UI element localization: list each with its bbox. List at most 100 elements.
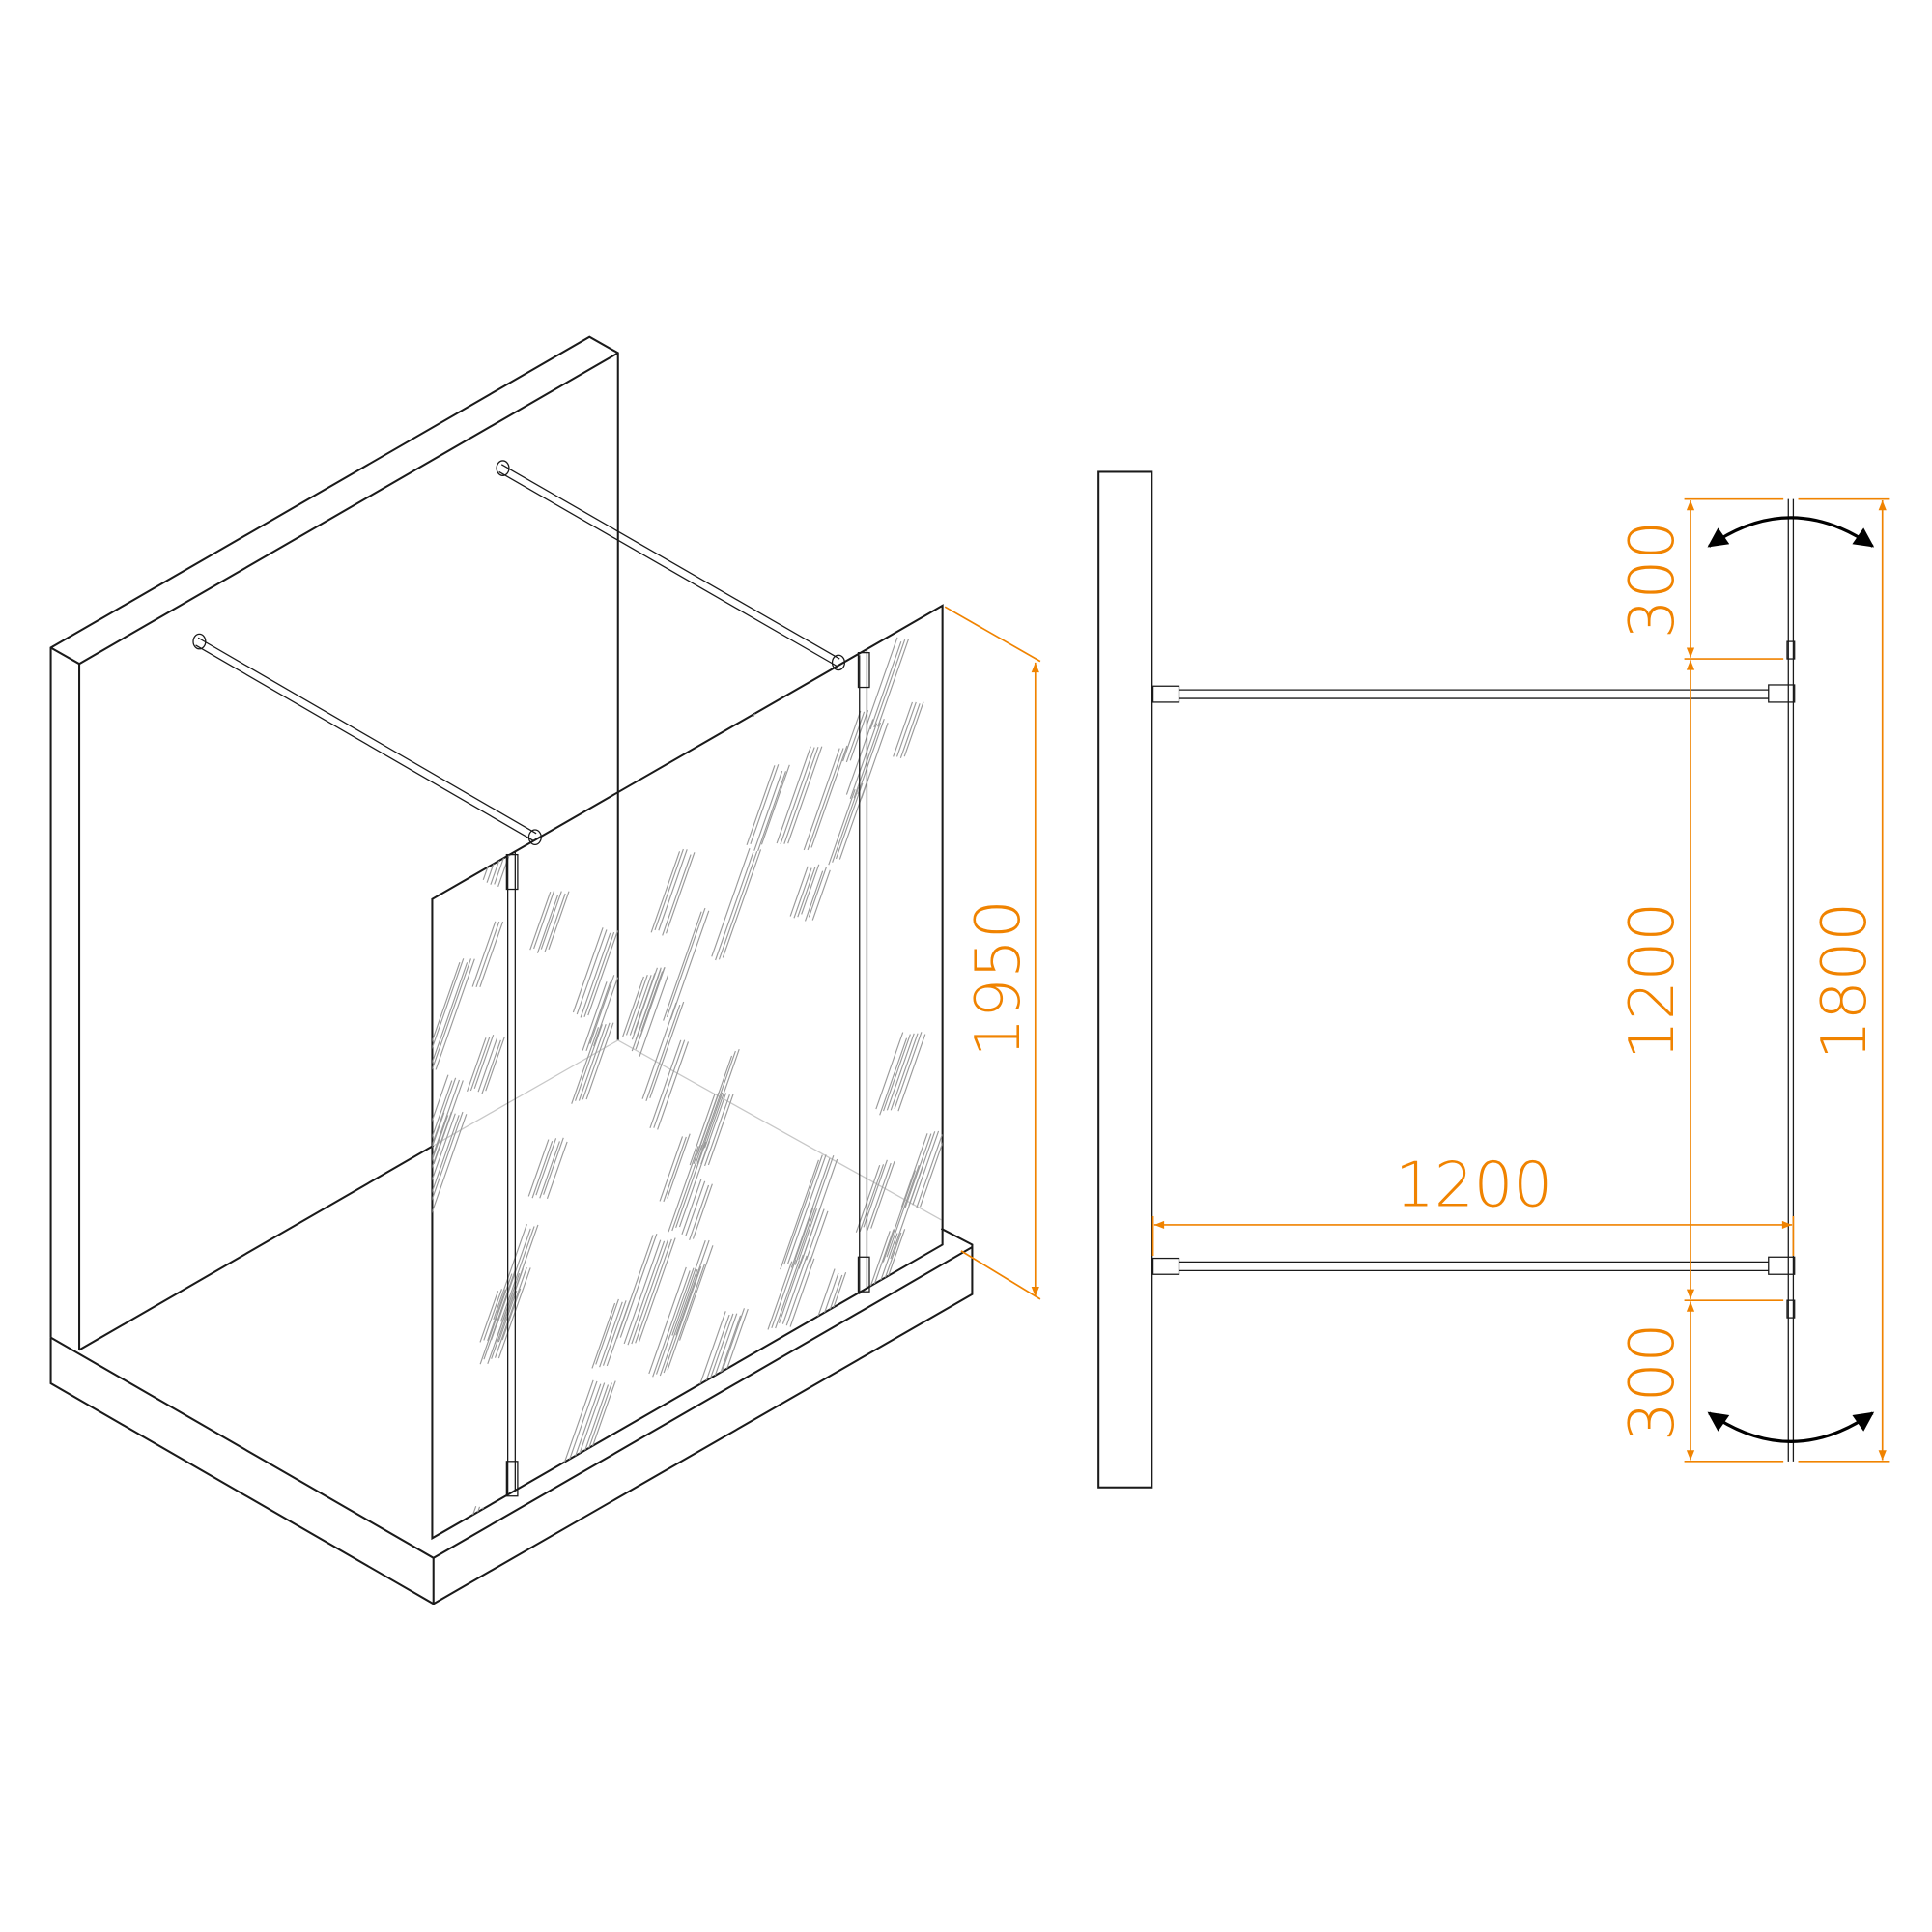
rod-bottom [1151,1256,1796,1275]
glass-streak [636,1499,664,1539]
glass-streak [882,1034,911,1112]
glass-streak [546,1141,568,1200]
glass-streak [635,1238,672,1344]
glass-streak [663,1136,687,1203]
glass-streak [767,1261,793,1330]
glass-streak [671,1240,706,1336]
glass-streak [679,1245,714,1341]
glass-streak [711,848,751,957]
glass-streak [527,1139,550,1197]
glass-streak [882,1170,917,1263]
glass-streak [663,911,702,1021]
glass-streak [579,646,608,724]
glass-streak [675,1239,710,1336]
glass-streak [789,866,809,917]
glass-streak [529,891,552,951]
glass-streak [691,1446,719,1522]
glass-streak [775,1260,800,1329]
glass-streak [706,1505,733,1539]
glass-streak [655,1267,695,1375]
glass-streak [828,788,856,866]
glass-streak [886,1033,915,1111]
glass-streak [797,867,816,918]
wall [1097,470,1153,1489]
glass-streak [560,648,589,726]
glass-streak [669,910,710,1020]
glass-streak [720,1390,748,1465]
glass-streak [752,1515,777,1539]
glass-panel [431,604,944,1541]
glass-streak [859,1164,885,1232]
glass-streak [645,1004,681,1102]
glass-streak [631,967,658,1040]
glass-streak [798,1158,838,1269]
glass-streak [821,1312,857,1409]
glass-streak [544,893,566,952]
glass-streak [531,1141,554,1199]
glass-streak [432,961,461,1074]
glass-streak [481,1039,501,1094]
glass-streak [585,981,611,1052]
glass-streak [625,975,648,1036]
glass-streak [668,1146,699,1233]
glass-streak [445,767,478,855]
glass-streak [585,1022,614,1100]
glass-streak [494,1292,514,1345]
middle-label: 1200 [1617,902,1689,1060]
glass-streak [432,1115,460,1217]
glass-streak [566,1383,602,1481]
glass-streak [599,1301,623,1368]
glass-streak [771,1259,797,1328]
glass-streak [857,719,885,795]
glass-streak [586,719,612,789]
glass-streak [583,931,615,1017]
glass-streak [681,1179,702,1236]
hinge [505,853,519,891]
glass-streak [635,967,662,1040]
glass-streak [582,981,608,1051]
glass-streak [593,1518,625,1539]
glass-streak [432,1111,464,1214]
glass-streak [486,827,507,883]
glass-streak [663,1265,702,1374]
glass-streak [671,1144,703,1232]
glass-streak [866,637,898,725]
glass-streak [863,1159,888,1228]
glass-streak [803,748,840,851]
glass-streak [736,1520,761,1539]
glass-pattern [432,622,943,1539]
glass-streak [740,1516,765,1539]
glass-streak [870,1160,895,1229]
glass-streak [649,1001,685,1098]
glass-streak [748,1520,773,1539]
glass-streak [499,1226,535,1322]
glass-streak [442,738,475,830]
glass-streak [535,1138,557,1196]
glass-streak [649,1039,682,1128]
glass-streak [733,1515,758,1539]
glass-streak [810,1311,846,1408]
glass-streak [789,1258,815,1327]
glass-streak [808,1272,839,1359]
glass-streak [798,1208,817,1261]
glass-streak [558,1379,594,1478]
glass-streak [580,932,611,1018]
glass-streak [689,1184,710,1241]
glass-streak [567,652,596,730]
glass-streak [582,716,609,786]
glass-streak [869,640,902,730]
glass-streak [757,771,787,852]
glass-streak [919,1132,943,1208]
glass-streak [704,1094,730,1167]
glass-streak [503,1224,539,1321]
glass-streak [806,1208,825,1261]
glass-streak [508,1527,532,1539]
height-label: 1950 [963,899,1035,1057]
glass-streak [501,1288,522,1341]
glass-streak [703,1049,740,1149]
glass-streak [744,1433,772,1507]
glass-streak [439,739,472,831]
glass-streak [783,1154,823,1265]
glass-streak [867,1162,892,1231]
